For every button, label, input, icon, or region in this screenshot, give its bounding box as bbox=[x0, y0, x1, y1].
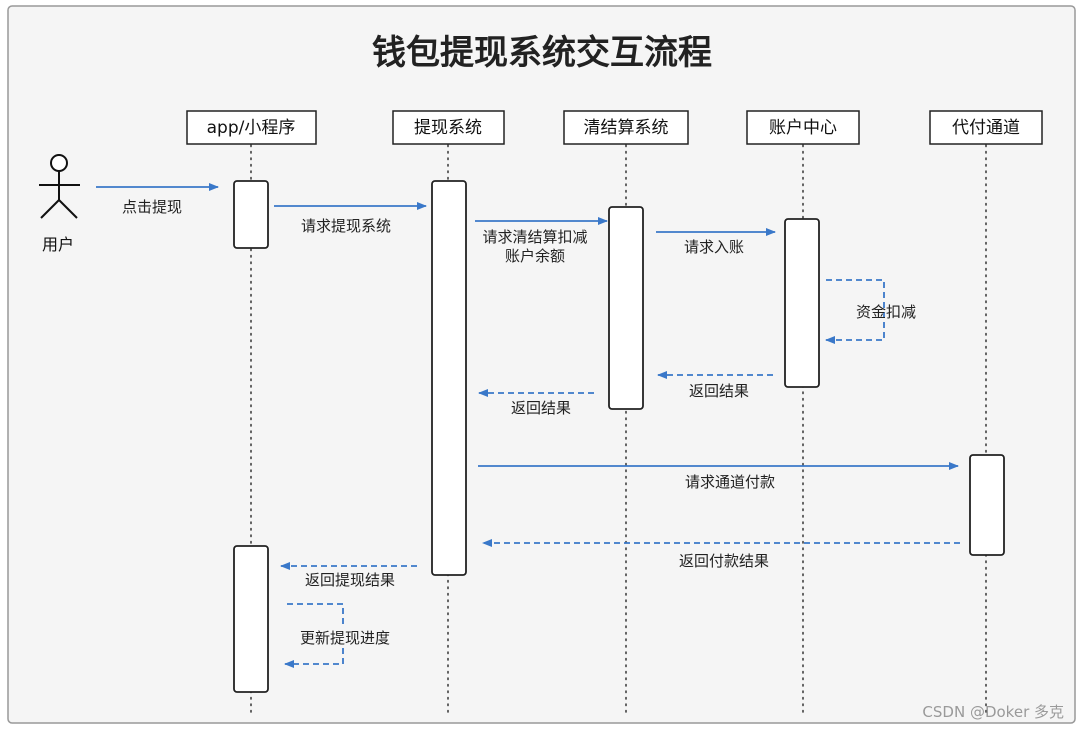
participant-account-label: 账户中心 bbox=[769, 118, 837, 138]
activation-withdraw bbox=[431, 180, 467, 576]
participant-payment-label: 代付通道 bbox=[952, 118, 1020, 138]
label-update-progress-bg bbox=[295, 626, 395, 648]
label-return-pay-result: 返回付款结果 bbox=[679, 552, 769, 570]
participant-account: 账户中心 bbox=[746, 110, 860, 145]
diagram-title: 钱包提现系统交互流程 bbox=[372, 33, 712, 73]
activation-account bbox=[784, 218, 820, 388]
label-request-deduct-line1: 请求清结算扣减 bbox=[482, 228, 587, 246]
participant-withdraw: 提现系统 bbox=[392, 110, 505, 145]
label-request-deduct-line2: 账户余额 bbox=[505, 247, 565, 265]
participant-app-label: app/小程序 bbox=[207, 118, 296, 138]
label-request-post: 请求入账 bbox=[684, 238, 744, 256]
participant-clearing: 清结算系统 bbox=[563, 110, 689, 145]
activation-payment bbox=[969, 454, 1005, 556]
watermark: CSDN @Doker 多克 bbox=[922, 703, 1064, 721]
label-update-progress: 更新提现进度 bbox=[300, 629, 390, 647]
label-fund-deduct: 资金扣减 bbox=[856, 303, 916, 321]
label-return-from-clearing: 返回结果 bbox=[511, 399, 571, 417]
stick-figure-icon bbox=[39, 154, 80, 219]
label-click-withdraw: 点击提现 bbox=[122, 198, 182, 216]
participant-clearing-label: 清结算系统 bbox=[584, 118, 669, 138]
participant-payment: 代付通道 bbox=[929, 110, 1043, 145]
participant-withdraw-label: 提现系统 bbox=[414, 118, 482, 138]
label-request-channel-pay: 请求通道付款 bbox=[685, 473, 775, 491]
activation-clearing bbox=[608, 206, 644, 410]
activation-app-1 bbox=[233, 180, 269, 249]
actor-label: 用户 bbox=[42, 235, 74, 254]
label-request-withdraw: 请求提现系统 bbox=[301, 217, 391, 235]
diagram-frame bbox=[7, 5, 1076, 724]
participant-app: app/小程序 bbox=[186, 110, 317, 145]
activation-app-2 bbox=[233, 545, 269, 693]
label-return-from-account: 返回结果 bbox=[689, 382, 749, 400]
label-return-withdraw-result: 返回提现结果 bbox=[305, 571, 395, 589]
